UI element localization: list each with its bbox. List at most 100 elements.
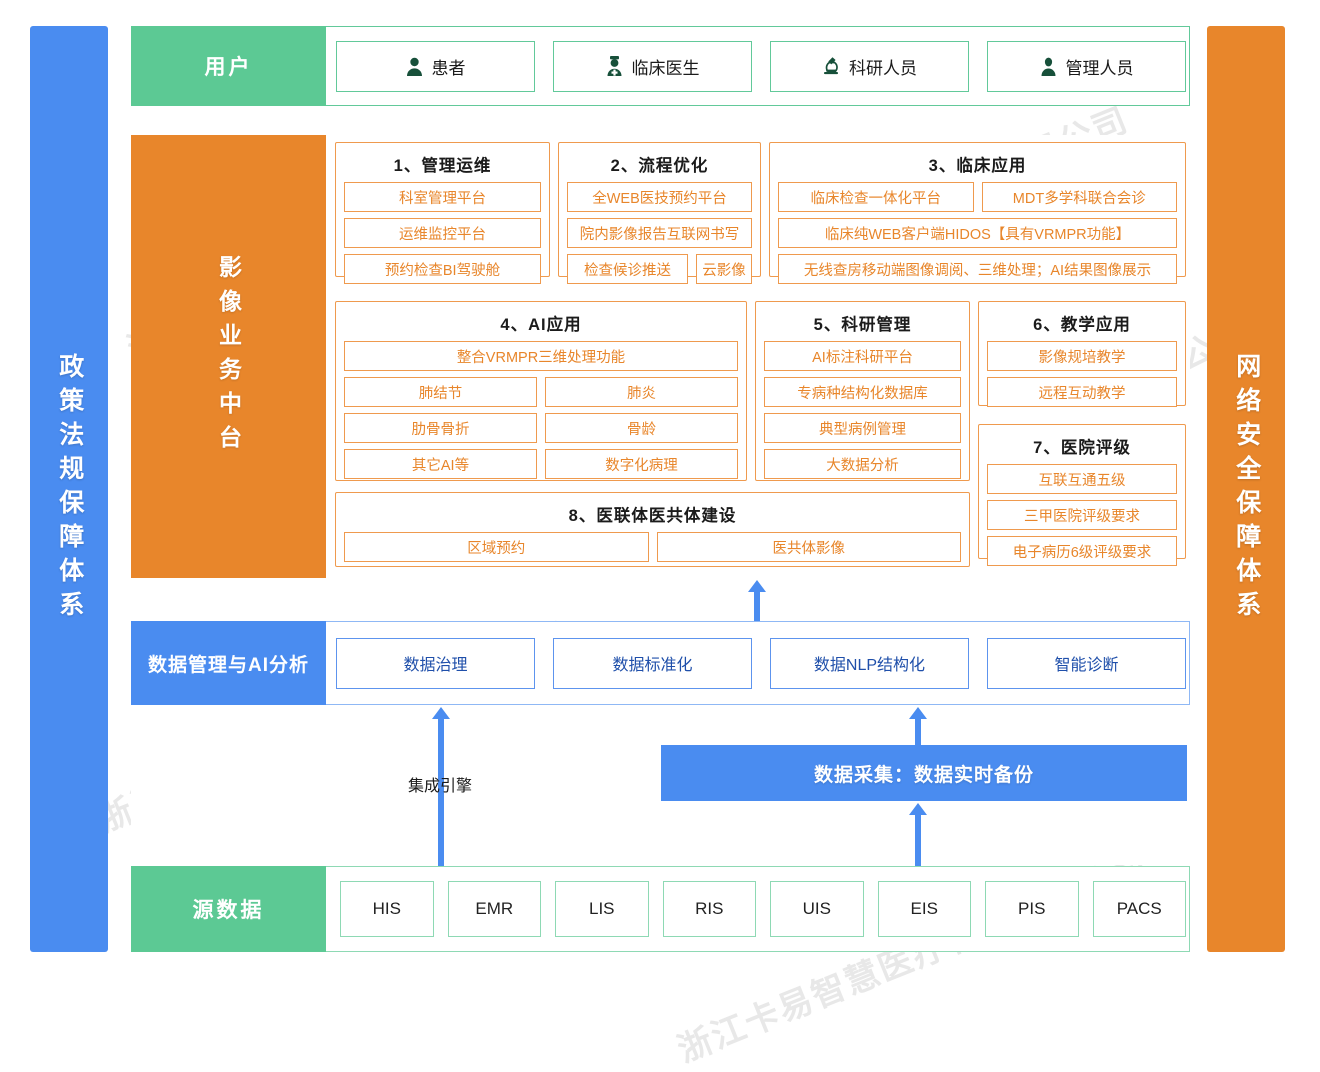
source-item-lis[interactable]: LIS xyxy=(555,881,649,937)
group-cell[interactable]: 互联互通五级 xyxy=(987,464,1177,494)
imaging-platform-groups: 1、管理运维 科室管理平台 运维监控平台 预约检查BI驾驶舱 2、流程优化 全W… xyxy=(331,135,1190,578)
user-item-researcher[interactable]: 科研人员 xyxy=(770,40,969,92)
group-cell[interactable]: 骨龄 xyxy=(545,413,738,443)
data-item-governance[interactable]: 数据治理 xyxy=(336,637,535,689)
user-item-label: 临床医生 xyxy=(631,58,700,78)
group-cell[interactable]: 数字化病理 xyxy=(545,449,738,479)
group-title: 3、临床应用 xyxy=(928,157,1027,175)
arrow-shaft xyxy=(754,589,760,622)
group-row: 临床检查一体化平台 MDT多学科联合会诊 xyxy=(778,182,1177,212)
arrow-shaft xyxy=(915,812,921,867)
group-clinical-applications: 3、临床应用 临床检查一体化平台 MDT多学科联合会诊 临床纯WEB客户端HID… xyxy=(769,142,1186,284)
group-cell[interactable]: 云影像 xyxy=(695,254,752,284)
source-item-eis[interactable]: EIS xyxy=(877,881,971,937)
group-cell[interactable]: 整合VRMPR三维处理功能 xyxy=(344,341,738,371)
group-cell[interactable]: 医共体影像 xyxy=(656,532,961,562)
policy-pillar-label: 政策法规保障体系 xyxy=(55,353,84,625)
doctor-icon xyxy=(606,56,623,76)
data-management-items: 数据治理 数据标准化 数据NLP结构化 智能诊断 xyxy=(336,621,1186,705)
group-cell[interactable]: 典型病例管理 xyxy=(764,413,961,443)
group-cell[interactable]: 院内影像报告互联网书写 xyxy=(567,218,752,248)
user-item-admin[interactable]: 管理人员 xyxy=(987,40,1186,92)
source-data-items: HIS EMR LIS RIS UIS EIS PIS PACS xyxy=(340,866,1186,952)
group-teaching-applications: 6、教学应用 影像规培教学 远程互动教学 xyxy=(978,301,1186,407)
data-collection-box: 数据采集：数据实时备份 xyxy=(661,745,1187,801)
arrow-up-source-to-collect xyxy=(909,803,927,867)
data-management-label: 数据管理与AI分析 xyxy=(131,621,326,705)
person-icon xyxy=(406,57,423,76)
group-title: 6、教学应用 xyxy=(1033,316,1131,334)
group-management-ops: 1、管理运维 科室管理平台 运维监控平台 预约检查BI驾驶舱 xyxy=(335,142,550,284)
arrow-up-collect-to-data xyxy=(909,707,927,749)
group-cell[interactable]: 肺结节 xyxy=(344,377,537,407)
arrow-head xyxy=(432,707,450,719)
group-cell[interactable]: 肋骨骨折 xyxy=(344,413,537,443)
arrow-shaft xyxy=(438,716,444,867)
group-medical-alliance: 8、医联体医共体建设 区域预约 医共体影像 xyxy=(335,492,970,567)
group-title: 8、医联体医共体建设 xyxy=(568,507,737,525)
policy-pillar: 政策法规保障体系 xyxy=(30,26,108,952)
arrow-up-integration-engine xyxy=(432,707,450,867)
user-item-clinician[interactable]: 临床医生 xyxy=(553,40,752,92)
arrow-head xyxy=(909,707,927,719)
user-item-patient[interactable]: 患者 xyxy=(336,40,535,92)
imaging-platform-label: 影像业务中台 xyxy=(131,135,326,578)
source-item-emr[interactable]: EMR xyxy=(447,881,541,937)
group-row: 区域预约 医共体影像 xyxy=(344,532,961,562)
group-cell[interactable]: 预约检查BI驾驶舱 xyxy=(344,254,541,284)
source-item-his[interactable]: HIS xyxy=(340,881,434,937)
group-row: 检查候诊推送 云影像 xyxy=(567,254,752,284)
group-cell[interactable]: 影像规培教学 xyxy=(987,341,1177,371)
arrow-up-to-platform xyxy=(748,580,766,622)
group-cell[interactable]: 电子病历6级评级要求 xyxy=(987,536,1177,566)
group-cell[interactable]: 大数据分析 xyxy=(764,449,961,479)
group-cell[interactable]: 全WEB医技预约平台 xyxy=(567,182,752,212)
group-row: 肋骨骨折 骨龄 xyxy=(344,413,738,443)
group-title: 4、AI应用 xyxy=(500,316,582,334)
group-cell[interactable]: 远程互动教学 xyxy=(987,377,1177,407)
arrow-head xyxy=(909,803,927,815)
group-title: 2、流程优化 xyxy=(610,157,709,175)
group-cell[interactable]: MDT多学科联合会诊 xyxy=(981,182,1177,212)
user-item-label: 管理人员 xyxy=(1065,58,1134,78)
user-items: 患者 临床医生 科研人员 管理人员 xyxy=(336,26,1186,106)
group-ai-applications: 4、AI应用 整合VRMPR三维处理功能 肺结节 肺炎 肋骨骨折 骨龄 其它AI… xyxy=(335,301,747,481)
group-cell[interactable]: 专病种结构化数据库 xyxy=(764,377,961,407)
user-item-label: 科研人员 xyxy=(849,58,917,78)
group-cell[interactable]: 运维监控平台 xyxy=(344,218,541,248)
security-pillar: 网络安全保障体系 xyxy=(1207,26,1285,952)
source-data-label: 源数据 xyxy=(131,866,326,952)
arrow-head xyxy=(748,580,766,592)
group-cell[interactable]: 区域预约 xyxy=(344,532,649,562)
data-item-nlp-structured[interactable]: 数据NLP结构化 xyxy=(770,637,969,689)
integration-engine-label: 集成引擎 xyxy=(407,778,472,795)
group-cell[interactable]: 临床检查一体化平台 xyxy=(778,182,974,212)
microscope-icon xyxy=(822,56,840,76)
diagram-canvas: 浙江卡易智慧医疗科技有限公司 浙江卡易智慧医疗科技有限公司 浙江卡易智慧医疗科技… xyxy=(30,26,1285,1070)
user-item-label: 患者 xyxy=(431,58,466,78)
group-row: 其它AI等 数字化病理 xyxy=(344,449,738,479)
group-process-optimization: 2、流程优化 全WEB医技预约平台 院内影像报告互联网书写 检查候诊推送 云影像 xyxy=(558,142,761,284)
security-pillar-label: 网络安全保障体系 xyxy=(1232,353,1261,625)
source-item-uis[interactable]: UIS xyxy=(770,881,864,937)
group-title: 1、管理运维 xyxy=(393,157,492,175)
user-band-label: 用户 xyxy=(131,26,326,106)
data-item-smart-diagnosis[interactable]: 智能诊断 xyxy=(987,637,1186,689)
imaging-platform-label-text: 影像业务中台 xyxy=(215,254,242,459)
group-cell[interactable]: AI标注科研平台 xyxy=(764,341,961,371)
source-item-pis[interactable]: PIS xyxy=(985,881,1079,937)
arrow-shaft xyxy=(915,716,921,749)
source-item-pacs[interactable]: PACS xyxy=(1092,881,1186,937)
group-cell[interactable]: 科室管理平台 xyxy=(344,182,541,212)
group-cell[interactable]: 无线查房移动端图像调阅、三维处理；AI结果图像展示 xyxy=(778,254,1177,284)
group-hospital-rating: 7、医院评级 互联互通五级 三甲医院评级要求 电子病历6级评级要求 xyxy=(978,424,1186,566)
group-cell[interactable]: 肺炎 xyxy=(545,377,738,407)
group-cell[interactable]: 检查候诊推送 xyxy=(567,254,688,284)
group-cell[interactable]: 三甲医院评级要求 xyxy=(987,500,1177,530)
group-cell[interactable]: 临床纯WEB客户端HIDOS【具有VRMPR功能】 xyxy=(778,218,1177,248)
source-item-ris[interactable]: RIS xyxy=(662,881,756,937)
group-title: 7、医院评级 xyxy=(1033,439,1131,457)
group-cell[interactable]: 其它AI等 xyxy=(344,449,537,479)
data-item-standardize[interactable]: 数据标准化 xyxy=(553,637,752,689)
group-title: 5、科研管理 xyxy=(813,316,912,334)
